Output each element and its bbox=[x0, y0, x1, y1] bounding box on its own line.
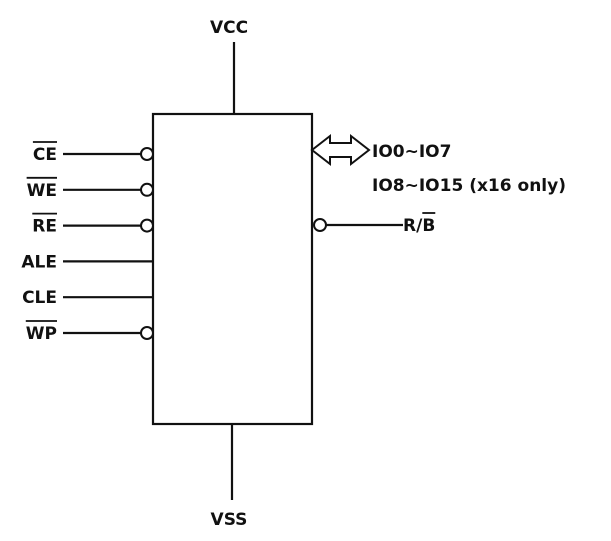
vcc-label: VCC bbox=[210, 18, 248, 38]
pin-label-re: RE bbox=[32, 217, 57, 237]
pin-label-we: WE bbox=[27, 181, 57, 201]
bidirectional-io-arrow-icon bbox=[310, 133, 371, 167]
io-primary-label: IO0~IO7 bbox=[372, 142, 451, 162]
pin-bubble-re bbox=[140, 218, 154, 233]
chip-body bbox=[151, 112, 314, 426]
pin-bubble-we bbox=[140, 182, 154, 197]
pin-label-wp: WP bbox=[26, 324, 57, 344]
ready-busy-label: R/B bbox=[403, 216, 435, 236]
ready-busy-suffix: B bbox=[422, 216, 435, 236]
pin-bubble-ce bbox=[140, 147, 154, 161]
pin-label-cle: CLE bbox=[22, 288, 57, 308]
vss-label: VSS bbox=[211, 510, 248, 530]
io-secondary-label: IO8~IO15 (x16 only) bbox=[372, 176, 566, 196]
pin-label-ce: CE bbox=[33, 145, 57, 165]
pin-bubble-wp bbox=[140, 326, 154, 340]
ready-busy-prefix: R/ bbox=[403, 216, 423, 236]
ready-busy-inversion-bubble bbox=[313, 218, 327, 232]
left-pins: CE WE RE ALE CLE WP bbox=[21, 141, 154, 344]
pin-label-ale: ALE bbox=[21, 252, 57, 272]
